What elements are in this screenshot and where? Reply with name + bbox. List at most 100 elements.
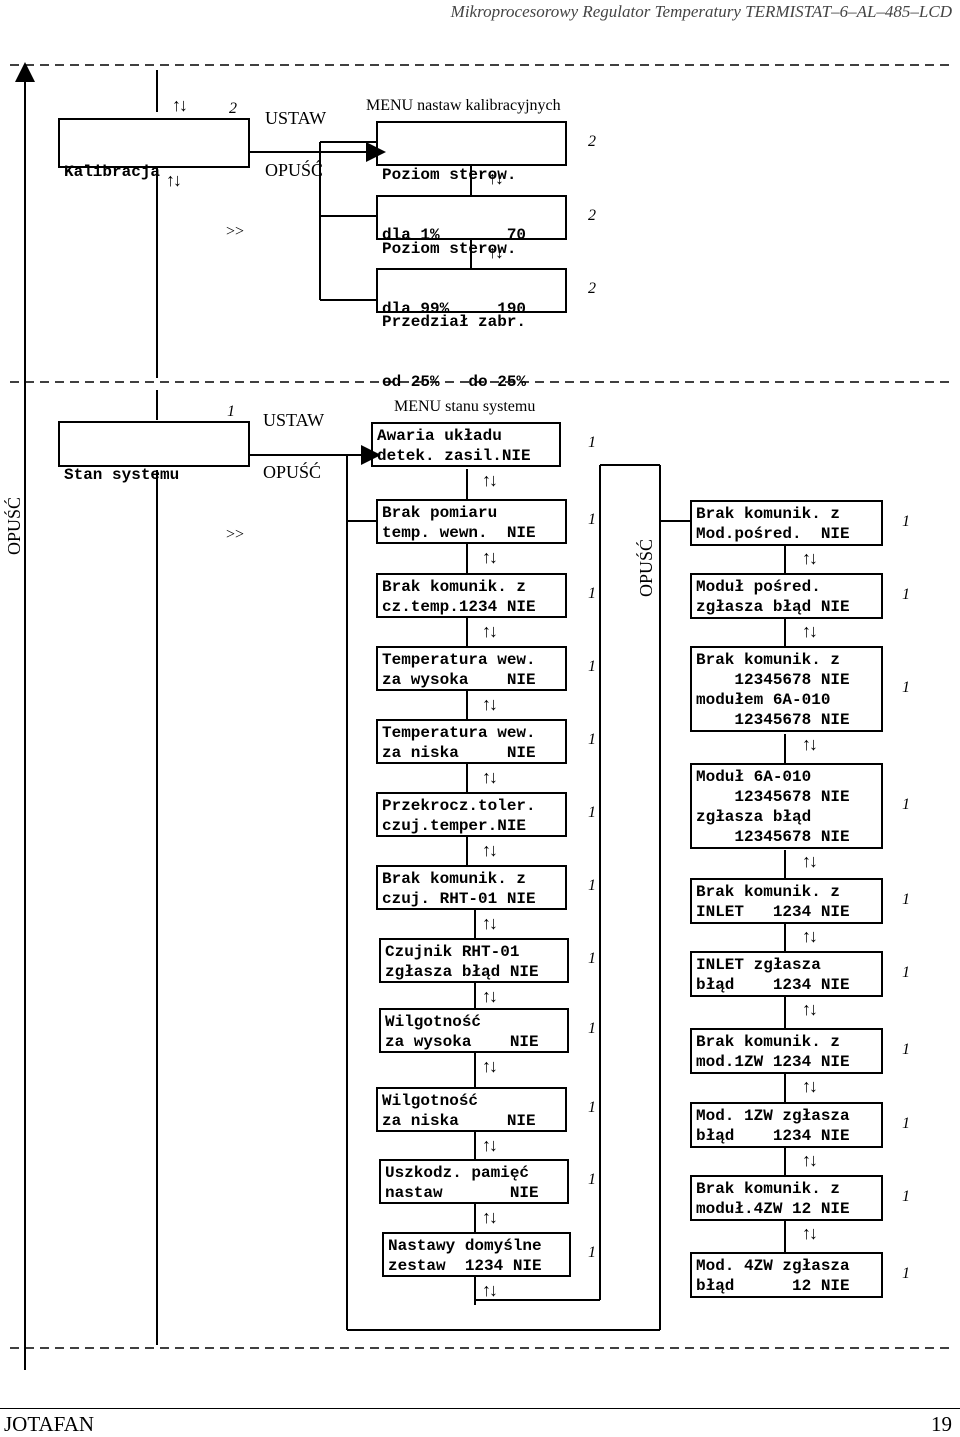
system-item-line1: Nastawy domyślne — [388, 1237, 542, 1255]
system-item-line1: Brak komunik. z — [382, 870, 527, 888]
calibration-gt: >> — [225, 223, 244, 240]
calib-item-1[interactable]: Poziom sterow. dla 1% 70 — [376, 121, 567, 244]
opusc-label-left: OPUŚĆ — [4, 496, 24, 555]
arrows-icon: ↑↓ — [482, 470, 498, 490]
calib-item-3-num: 2 — [588, 280, 596, 297]
arrows-icon: ↑↓ — [488, 242, 504, 262]
footer-rule — [0, 1408, 960, 1409]
arrows-icon: ↑↓ — [482, 913, 498, 933]
system-item-line2: nastaw NIE — [385, 1184, 539, 1202]
system-item-line1: Temperatura wew. — [382, 651, 536, 669]
page-number: 19 — [931, 1412, 952, 1436]
system-right-item-line: 12345678 NIE — [696, 711, 850, 729]
arrows-icon: ↑↓ — [172, 95, 188, 115]
system-item-num: 1 — [588, 658, 596, 675]
system-right-item-5[interactable]: Brak komunik. z INLET 1234 NIE — [690, 878, 883, 924]
system-item-line2: za wysoka NIE — [385, 1033, 539, 1051]
system-right-item-line: błąd 12 NIE — [696, 1277, 850, 1295]
system-item-num: 1 — [588, 585, 596, 602]
system-right-item-line: Mod.pośred. NIE — [696, 525, 850, 543]
calib-menu-title: MENU nastaw kalibracyjnych — [366, 97, 561, 114]
calib-item-2[interactable]: Poziom sterow. dla 99% 190 — [376, 195, 567, 318]
system-right-item-line: moduł.4ZW 12 NIE — [696, 1200, 850, 1218]
system-item-num: 1 — [588, 434, 596, 451]
system-item-num: 1 — [588, 950, 596, 967]
system-item-12[interactable]: Nastawy domyślne zestaw 1234 NIE — [382, 1232, 571, 1277]
system-item-line2: za niska NIE — [382, 1112, 536, 1130]
system-item-line2: zgłasza błąd NIE — [385, 963, 539, 981]
calib-entry-num: 2 — [229, 100, 237, 117]
system-right-item-line: 12345678 NIE — [696, 828, 850, 846]
system-right-item-line: zgłasza błąd NIE — [696, 598, 850, 616]
system-right-item-line: modułem 6A-010 — [696, 691, 831, 709]
arrows-icon: ↑↓ — [488, 168, 504, 188]
system-item-line1: Przekrocz.toler. — [382, 797, 536, 815]
system-right-item-line: Moduł pośred. — [696, 578, 821, 596]
system-right-item-num: 1 — [902, 796, 910, 813]
calib-item-3[interactable]: Przedział zabr. od 25% do 25% — [376, 268, 567, 391]
system-item-num: 1 — [588, 1244, 596, 1261]
system-right-item-line: błąd 1234 NIE — [696, 976, 850, 994]
system-item-line2: zestaw 1234 NIE — [388, 1257, 542, 1275]
system-item-line1: Wilgotność — [385, 1013, 482, 1031]
calib-item-3-line1: Przedział zabr. — [382, 313, 527, 331]
system-right-item-9[interactable]: Brak komunik. z moduł.4ZW 12 NIE — [690, 1175, 883, 1221]
system-right-item-3[interactable]: Brak komunik. z 12345678 NIE modułem 6A-0… — [690, 646, 883, 732]
calib-item-2-line1: Poziom sterow. — [382, 240, 517, 258]
arrows-icon: ↑↓ — [482, 547, 498, 567]
system-item-num: 1 — [588, 511, 596, 528]
system-right-item-line: Mod. 1ZW zgłasza — [696, 1107, 850, 1125]
system-item-line2: detek. zasil.NIE — [377, 447, 531, 465]
system-right-item-line: Brak komunik. z — [696, 883, 841, 901]
system-item-num: 1 — [588, 1099, 596, 1116]
system-right-item-num: 1 — [902, 679, 910, 696]
system-right-item-line: zgłasza błąd — [696, 808, 812, 826]
calib-item-1-line1: Poziom sterow. — [382, 166, 517, 184]
system-right-item-6[interactable]: INLET zgłasza błąd 1234 NIE — [690, 951, 883, 997]
system-item-5[interactable]: Temperatura wew.za niska NIE — [376, 719, 567, 764]
arrows-icon: ↑↓ — [482, 840, 498, 860]
system-item-9[interactable]: Wilgotność za wysoka NIE — [379, 1008, 569, 1053]
calib-item-3-line2: od 25% do 25% — [382, 373, 527, 391]
system-right-item-line: błąd 1234 NIE — [696, 1127, 850, 1145]
arrows-icon: ↑↓ — [802, 1076, 818, 1096]
system-item-num: 1 — [588, 877, 596, 894]
system-right-item-line: Brak komunik. z — [696, 651, 841, 669]
system-right-item-line: Brak komunik. z — [696, 1180, 841, 1198]
system-right-item-line: INLET zgłasza — [696, 956, 821, 974]
arrows-icon: ↑↓ — [482, 1207, 498, 1227]
arrows-icon: ↑↓ — [166, 170, 182, 190]
opusc-label-middle: OPUŚĆ — [636, 538, 656, 597]
system-right-item-line: 12345678 NIE — [696, 671, 850, 689]
system-right-item-num: 1 — [902, 1188, 910, 1205]
system-item-num: 1 — [588, 1020, 596, 1037]
system-right-item-8[interactable]: Mod. 1ZW zgłasza błąd 1234 NIE — [690, 1102, 883, 1148]
system-opusc: OPUŚĆ — [263, 462, 322, 482]
system-item-line2: za niska NIE — [382, 744, 536, 762]
calibration-entry[interactable]: Kalibracja >> — [58, 118, 250, 240]
system-item-6[interactable]: Przekrocz.toler.czuj.temper.NIE — [376, 792, 567, 837]
system-item-4[interactable]: Temperatura wew.za wysoka NIE — [376, 646, 567, 691]
system-entry[interactable]: Stan systemu >> — [58, 421, 250, 543]
system-item-line1: Brak pomiaru — [382, 504, 498, 522]
arrows-icon: ↑↓ — [482, 1280, 498, 1300]
system-right-item-line: INLET 1234 NIE — [696, 903, 850, 921]
system-right-item-line: Moduł 6A-010 — [696, 768, 812, 786]
system-item-num: 1 — [588, 1171, 596, 1188]
arrows-icon: ↑↓ — [802, 621, 818, 641]
arrows-icon: ↑↓ — [802, 999, 818, 1019]
system-right-item-2[interactable]: Moduł pośred. zgłasza błąd NIE — [690, 573, 883, 619]
arrows-icon: ↑↓ — [802, 851, 818, 871]
calib-opusc: OPUŚĆ — [265, 160, 324, 180]
